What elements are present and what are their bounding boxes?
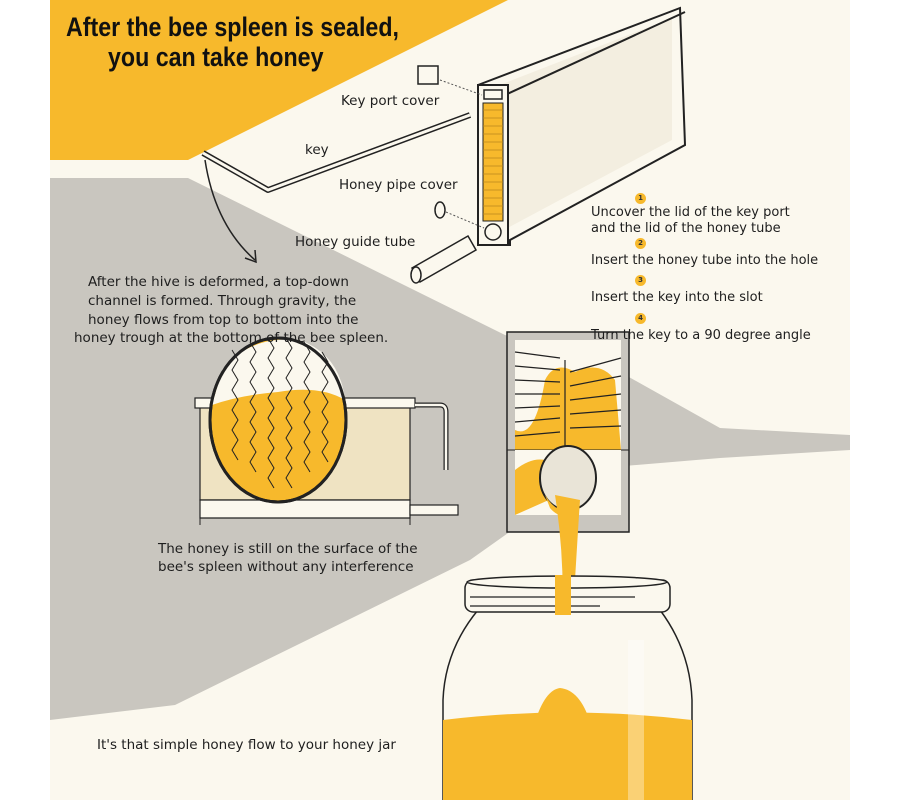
description-line: The honey is still on the surface of the (158, 541, 418, 557)
arrow-icon (204, 159, 256, 261)
step-4-text: Turn the key to a 90 degree angle (591, 328, 811, 343)
step-number-badge: 1 (635, 193, 646, 204)
description-line: honey flows from top to bottom into the (88, 312, 359, 328)
title-line-1: After the bee spleen is sealed, (66, 12, 399, 42)
honey-guide-tube-part (410, 234, 478, 284)
description-line: bee's spleen without any interference (158, 559, 414, 575)
step-3-text: Insert the key into the slot (591, 290, 763, 305)
honey-jar-illustration (442, 575, 693, 800)
step-number-badge: 2 (635, 238, 646, 249)
honey-pipe-cover-part (434, 201, 446, 219)
gray-beam (50, 178, 850, 720)
step-1-line-2: and the lid of the honey tube (591, 221, 781, 236)
step-1-line-1: Uncover the lid of the key port (591, 205, 790, 220)
honey-trough-box-illustration (194, 336, 459, 525)
hive-frame-illustration (477, 6, 687, 246)
label-key-port-cover: Key port cover (341, 93, 440, 109)
jar-description: It's that simple honey flow to your hone… (97, 737, 396, 753)
dotted-guide (439, 79, 483, 96)
title-line-2: you can take honey (108, 42, 324, 72)
description-line: honey trough at the bottom of the bee sp… (74, 330, 389, 346)
description-line: After the hive is deformed, a top-down (88, 274, 349, 290)
frame-comb-lines (483, 109, 503, 215)
label-key: key (305, 142, 329, 158)
description-line: channel is formed. Through gravity, the (88, 293, 357, 309)
step-number-badge: 3 (635, 275, 646, 286)
key-port-cover-part (417, 65, 439, 85)
label-honey-pipe-cover: Honey pipe cover (339, 177, 458, 193)
yellow-banner (50, 0, 508, 160)
label-honey-guide-tube: Honey guide tube (295, 234, 416, 250)
step-2-text: Insert the honey tube into the hole (591, 253, 819, 268)
step-number-badge: 4 (635, 313, 646, 324)
